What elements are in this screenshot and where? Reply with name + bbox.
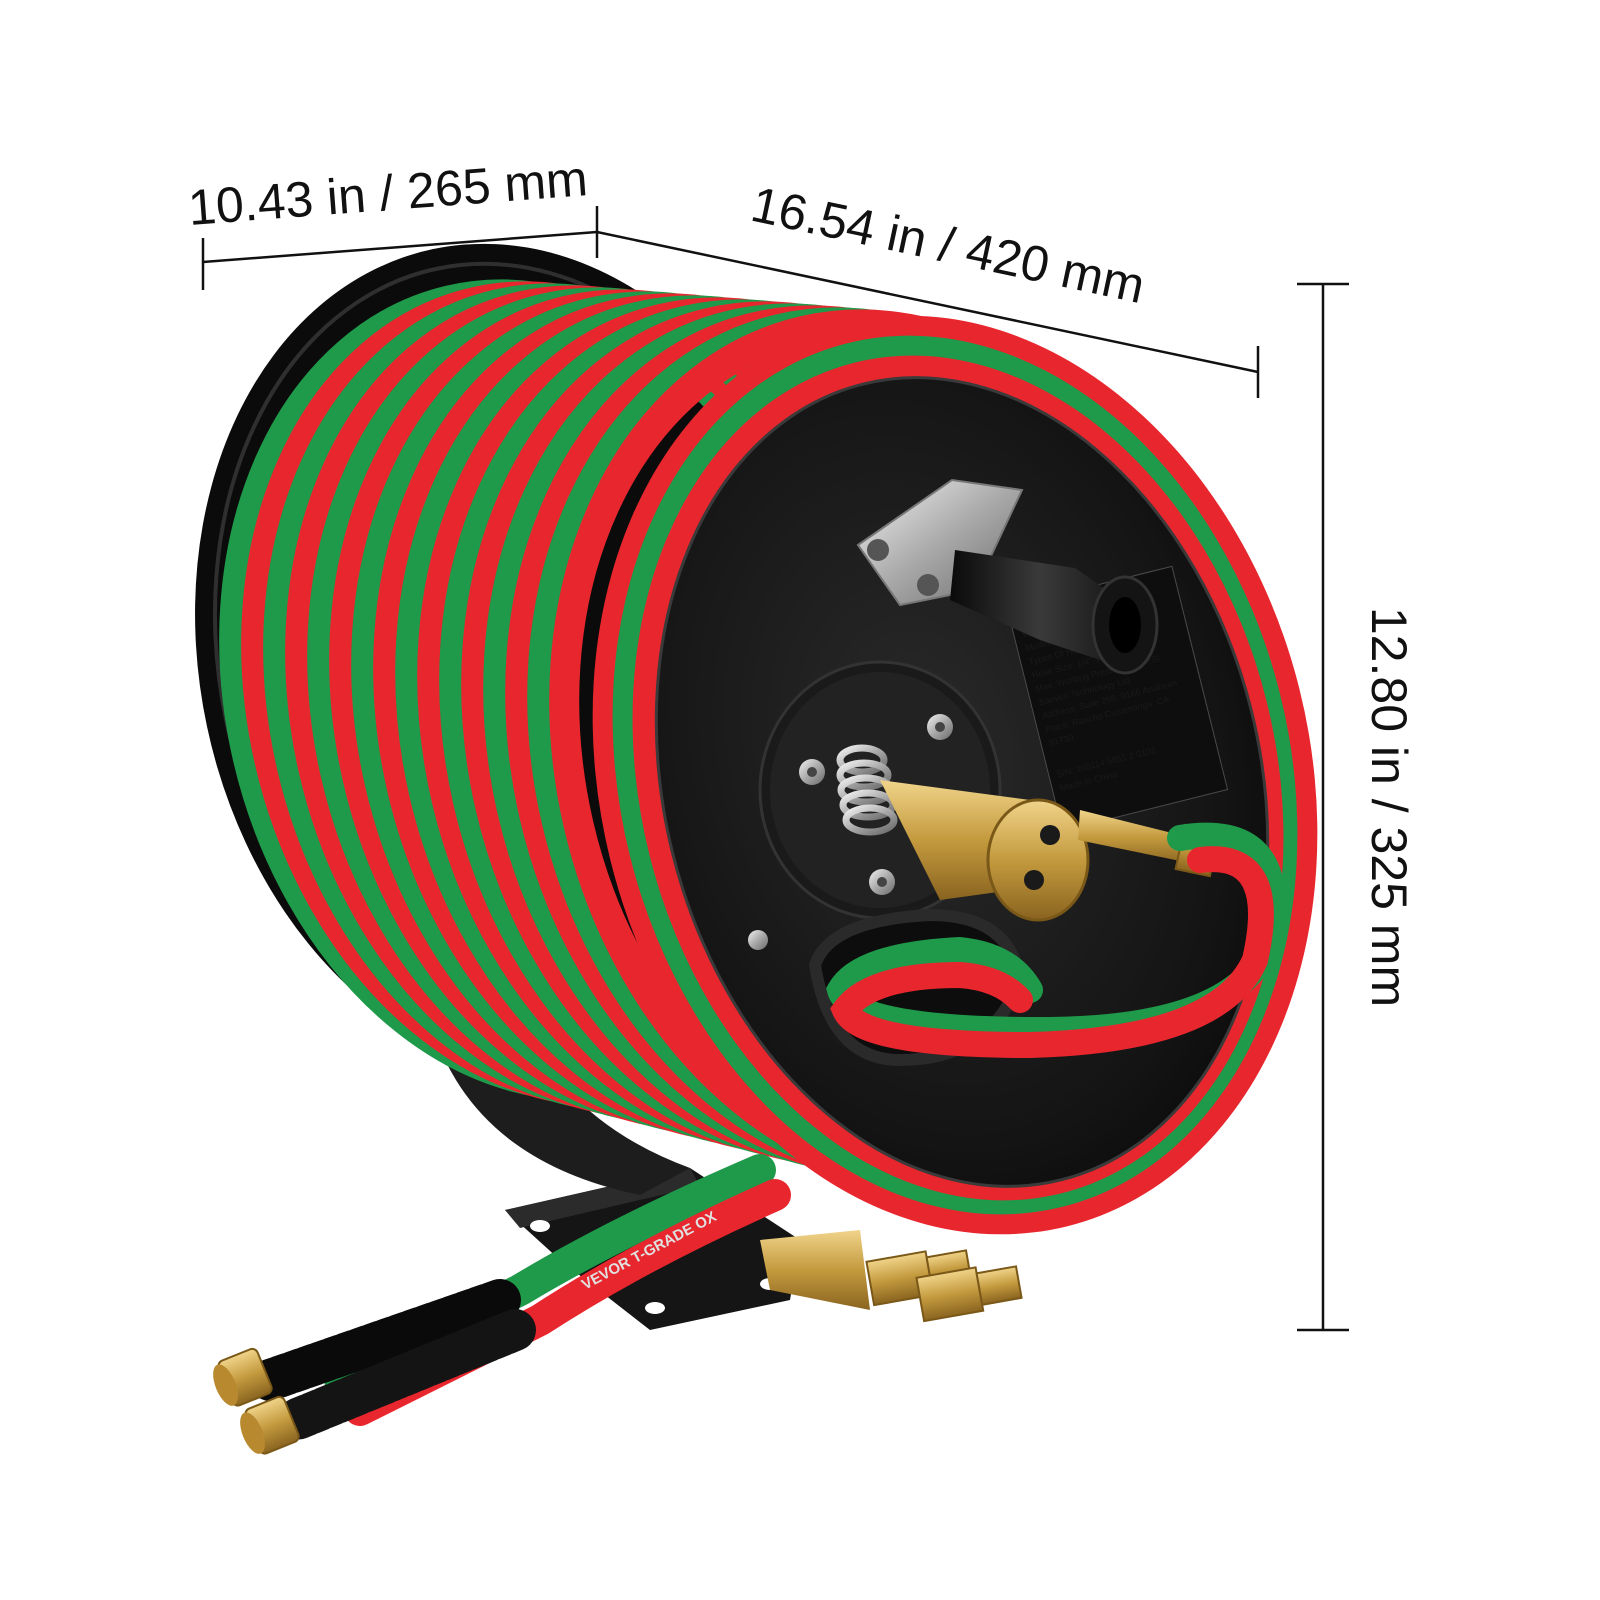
depth-dimension-label: 10.43 in / 265 mm [186, 150, 589, 236]
width-dimension-label: 16.54 in / 420 mm [746, 176, 1149, 314]
inlet-fittings [760, 1230, 1023, 1323]
hose-pigtail-loop [826, 822, 1287, 1059]
hub-bolt-icon [799, 759, 825, 785]
depth-dimension-line [202, 230, 598, 264]
mount-hole-icon [645, 1302, 665, 1314]
hub-bolt-icon [927, 714, 953, 740]
reel-crank-handle[interactable] [856, 478, 1159, 675]
center-hub [748, 660, 1221, 950]
height-dimension-label: 12.80 in / 325 mm [1361, 607, 1417, 1007]
mount-hole-icon [530, 1220, 550, 1232]
width-dimension-line [596, 230, 1259, 374]
plate-screw-icon [748, 930, 768, 950]
dimension-lines [201, 206, 1349, 1332]
handle-bolt-icon [917, 574, 939, 596]
hub-bolt-icon [869, 869, 895, 895]
handle-bolt-icon [867, 539, 889, 561]
brass-swivel-fitting [880, 780, 1221, 922]
hose-end-fittings [213, 1347, 300, 1455]
